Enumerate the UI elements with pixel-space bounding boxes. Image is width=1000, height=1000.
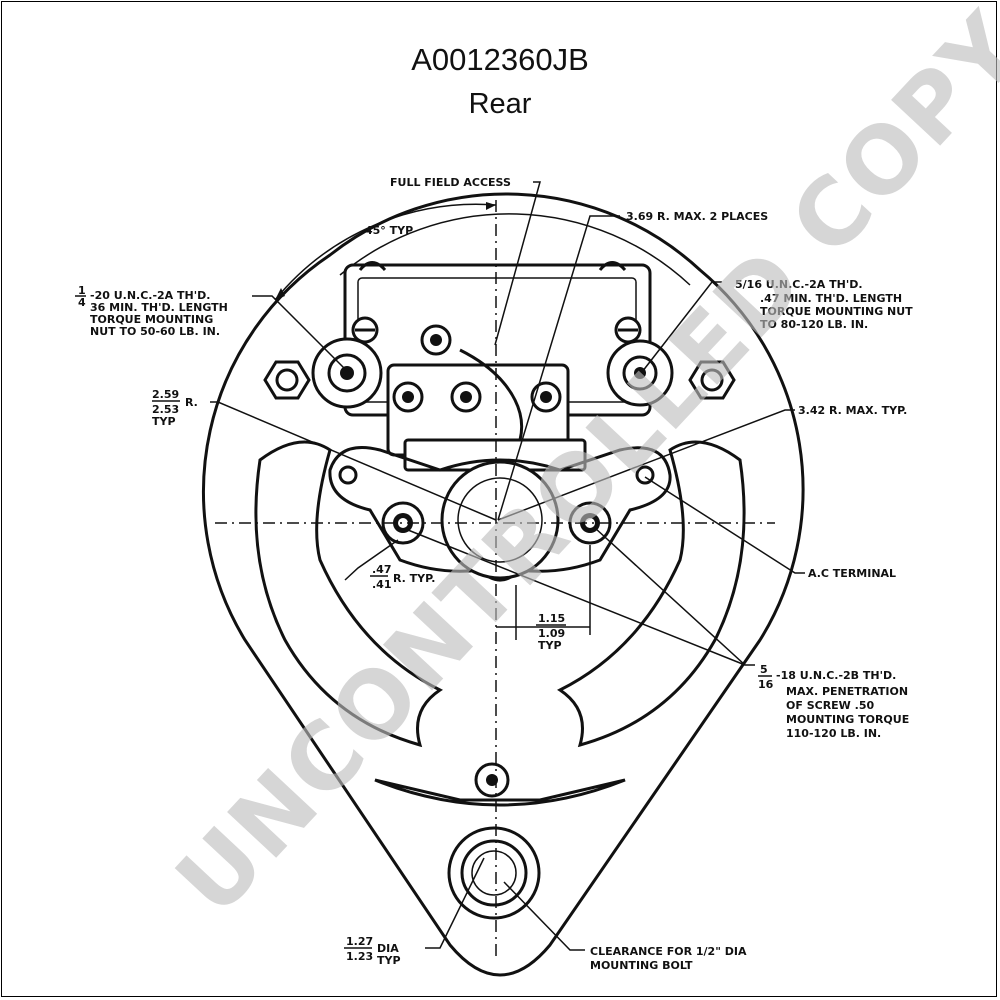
view-label: Rear — [468, 88, 532, 120]
offset-upper: 1.15 — [538, 612, 565, 625]
right-thread-line2: .47 MIN. TH'D. LENGTH — [760, 292, 902, 305]
leader-ac-terminal — [644, 476, 805, 574]
callout-full-field-access: FULL FIELD ACCESS — [390, 176, 511, 189]
leader-radius-top — [497, 215, 620, 521]
housing-inner-outline — [339, 213, 691, 286]
housing-outline — [201, 192, 805, 977]
angle-dim-arc — [274, 203, 497, 301]
leader-radius-right — [497, 409, 795, 521]
offset-lower: 1.09 — [538, 627, 565, 640]
callout-ac-terminal: A.C TERMINAL — [808, 567, 896, 580]
offset-typ: TYP — [538, 639, 562, 652]
left-mounting-stud — [311, 337, 383, 409]
callout-radius-right: 3.42 R. MAX. TYP. — [798, 404, 907, 417]
right-thread-line3: TORQUE MOUNTING NUT — [760, 305, 913, 318]
field-wire — [459, 348, 524, 441]
hole-dia-suffix: DIA — [377, 942, 399, 955]
left-thread-fraction-den: 4 — [78, 296, 86, 309]
hole-dia-lower: 1.23 — [346, 950, 373, 963]
brush-holder-tab-right — [598, 261, 627, 272]
angle-dim-arrow-right — [486, 202, 496, 210]
left-thread-line1: -20 U.N.C.-2A TH'D. — [90, 289, 210, 302]
screw-line5: 110-120 LB. IN. — [786, 727, 881, 740]
leader-small-radius — [344, 539, 399, 581]
left-vent-opening — [254, 440, 443, 748]
hex-nut-right — [688, 360, 736, 400]
leader-left-thread — [252, 295, 349, 373]
bearing-boss-bracket — [328, 446, 672, 582]
brush-holder-tab-left — [358, 261, 387, 272]
terminal-stud — [420, 324, 452, 356]
right-thread-line1: 5/16 U.N.C.-2A TH'D. — [735, 278, 863, 291]
small-radius-upper: .47 — [372, 563, 392, 576]
screw-fraction-num: 5 — [760, 663, 768, 676]
leader-right-thread — [641, 281, 722, 373]
angle-dim-arrow-left — [275, 288, 285, 300]
leader-hole-dia — [425, 857, 485, 949]
leader-radius-left — [210, 401, 497, 521]
leader-screw-lower — [407, 529, 746, 666]
small-radius-lower: .41 — [372, 578, 392, 591]
callout-angle: 45° TYP — [365, 224, 413, 237]
radius-left-suffix: R. — [185, 396, 198, 409]
callout-radius-top: 3.69 R. MAX. 2 PLACES — [626, 210, 768, 223]
left-thread-line4: NUT TO 50-60 LB. IN. — [90, 325, 220, 338]
hex-nut-left — [263, 360, 311, 400]
right-thread-line4: TO 80-120 LB. IN. — [760, 318, 868, 331]
lower-bolt — [474, 762, 510, 798]
small-radius-suffix: R. TYP. — [393, 572, 435, 585]
left-thread-line2: 36 MIN. TH'D. LENGTH — [90, 301, 228, 314]
screw-line4: MOUNTING TORQUE — [786, 713, 909, 726]
left-thread-fraction-num: 1 — [78, 284, 86, 297]
small-bolt-left — [338, 465, 358, 485]
terminal-stud — [530, 381, 562, 413]
radius-left-typ: TYP — [152, 415, 176, 428]
part-number-title: A0012360JB — [411, 42, 589, 77]
screw-head-left — [351, 316, 379, 344]
bearing-cap-inner — [457, 477, 543, 563]
radius-left-upper: 2.59 — [152, 388, 179, 401]
leader-clearance — [503, 881, 585, 951]
hole-dia-upper: 1.27 — [346, 935, 373, 948]
screw-head-right — [614, 316, 642, 344]
terminal-stud — [392, 381, 424, 413]
leader-full-field — [494, 181, 541, 346]
screw-fraction-den: 16 — [758, 678, 774, 691]
left-thread-line3: TORQUE MOUNTING — [90, 313, 213, 326]
screw-line2: MAX. PENETRATION — [786, 685, 908, 698]
lower-web — [374, 778, 626, 807]
clearance-line2: MOUNTING BOLT — [590, 959, 693, 972]
right-vent-opening — [557, 440, 746, 748]
clearance-line1: CLEARANCE FOR 1/2" DIA — [590, 945, 747, 958]
radius-left-lower: 2.53 — [152, 403, 179, 416]
terminal-stud — [450, 381, 482, 413]
screw-line1: -18 U.N.C.-2B TH'D. — [776, 669, 896, 682]
screw-line3: OF SCREW .50 — [786, 699, 874, 712]
hole-dia-typ: TYP — [377, 954, 401, 967]
